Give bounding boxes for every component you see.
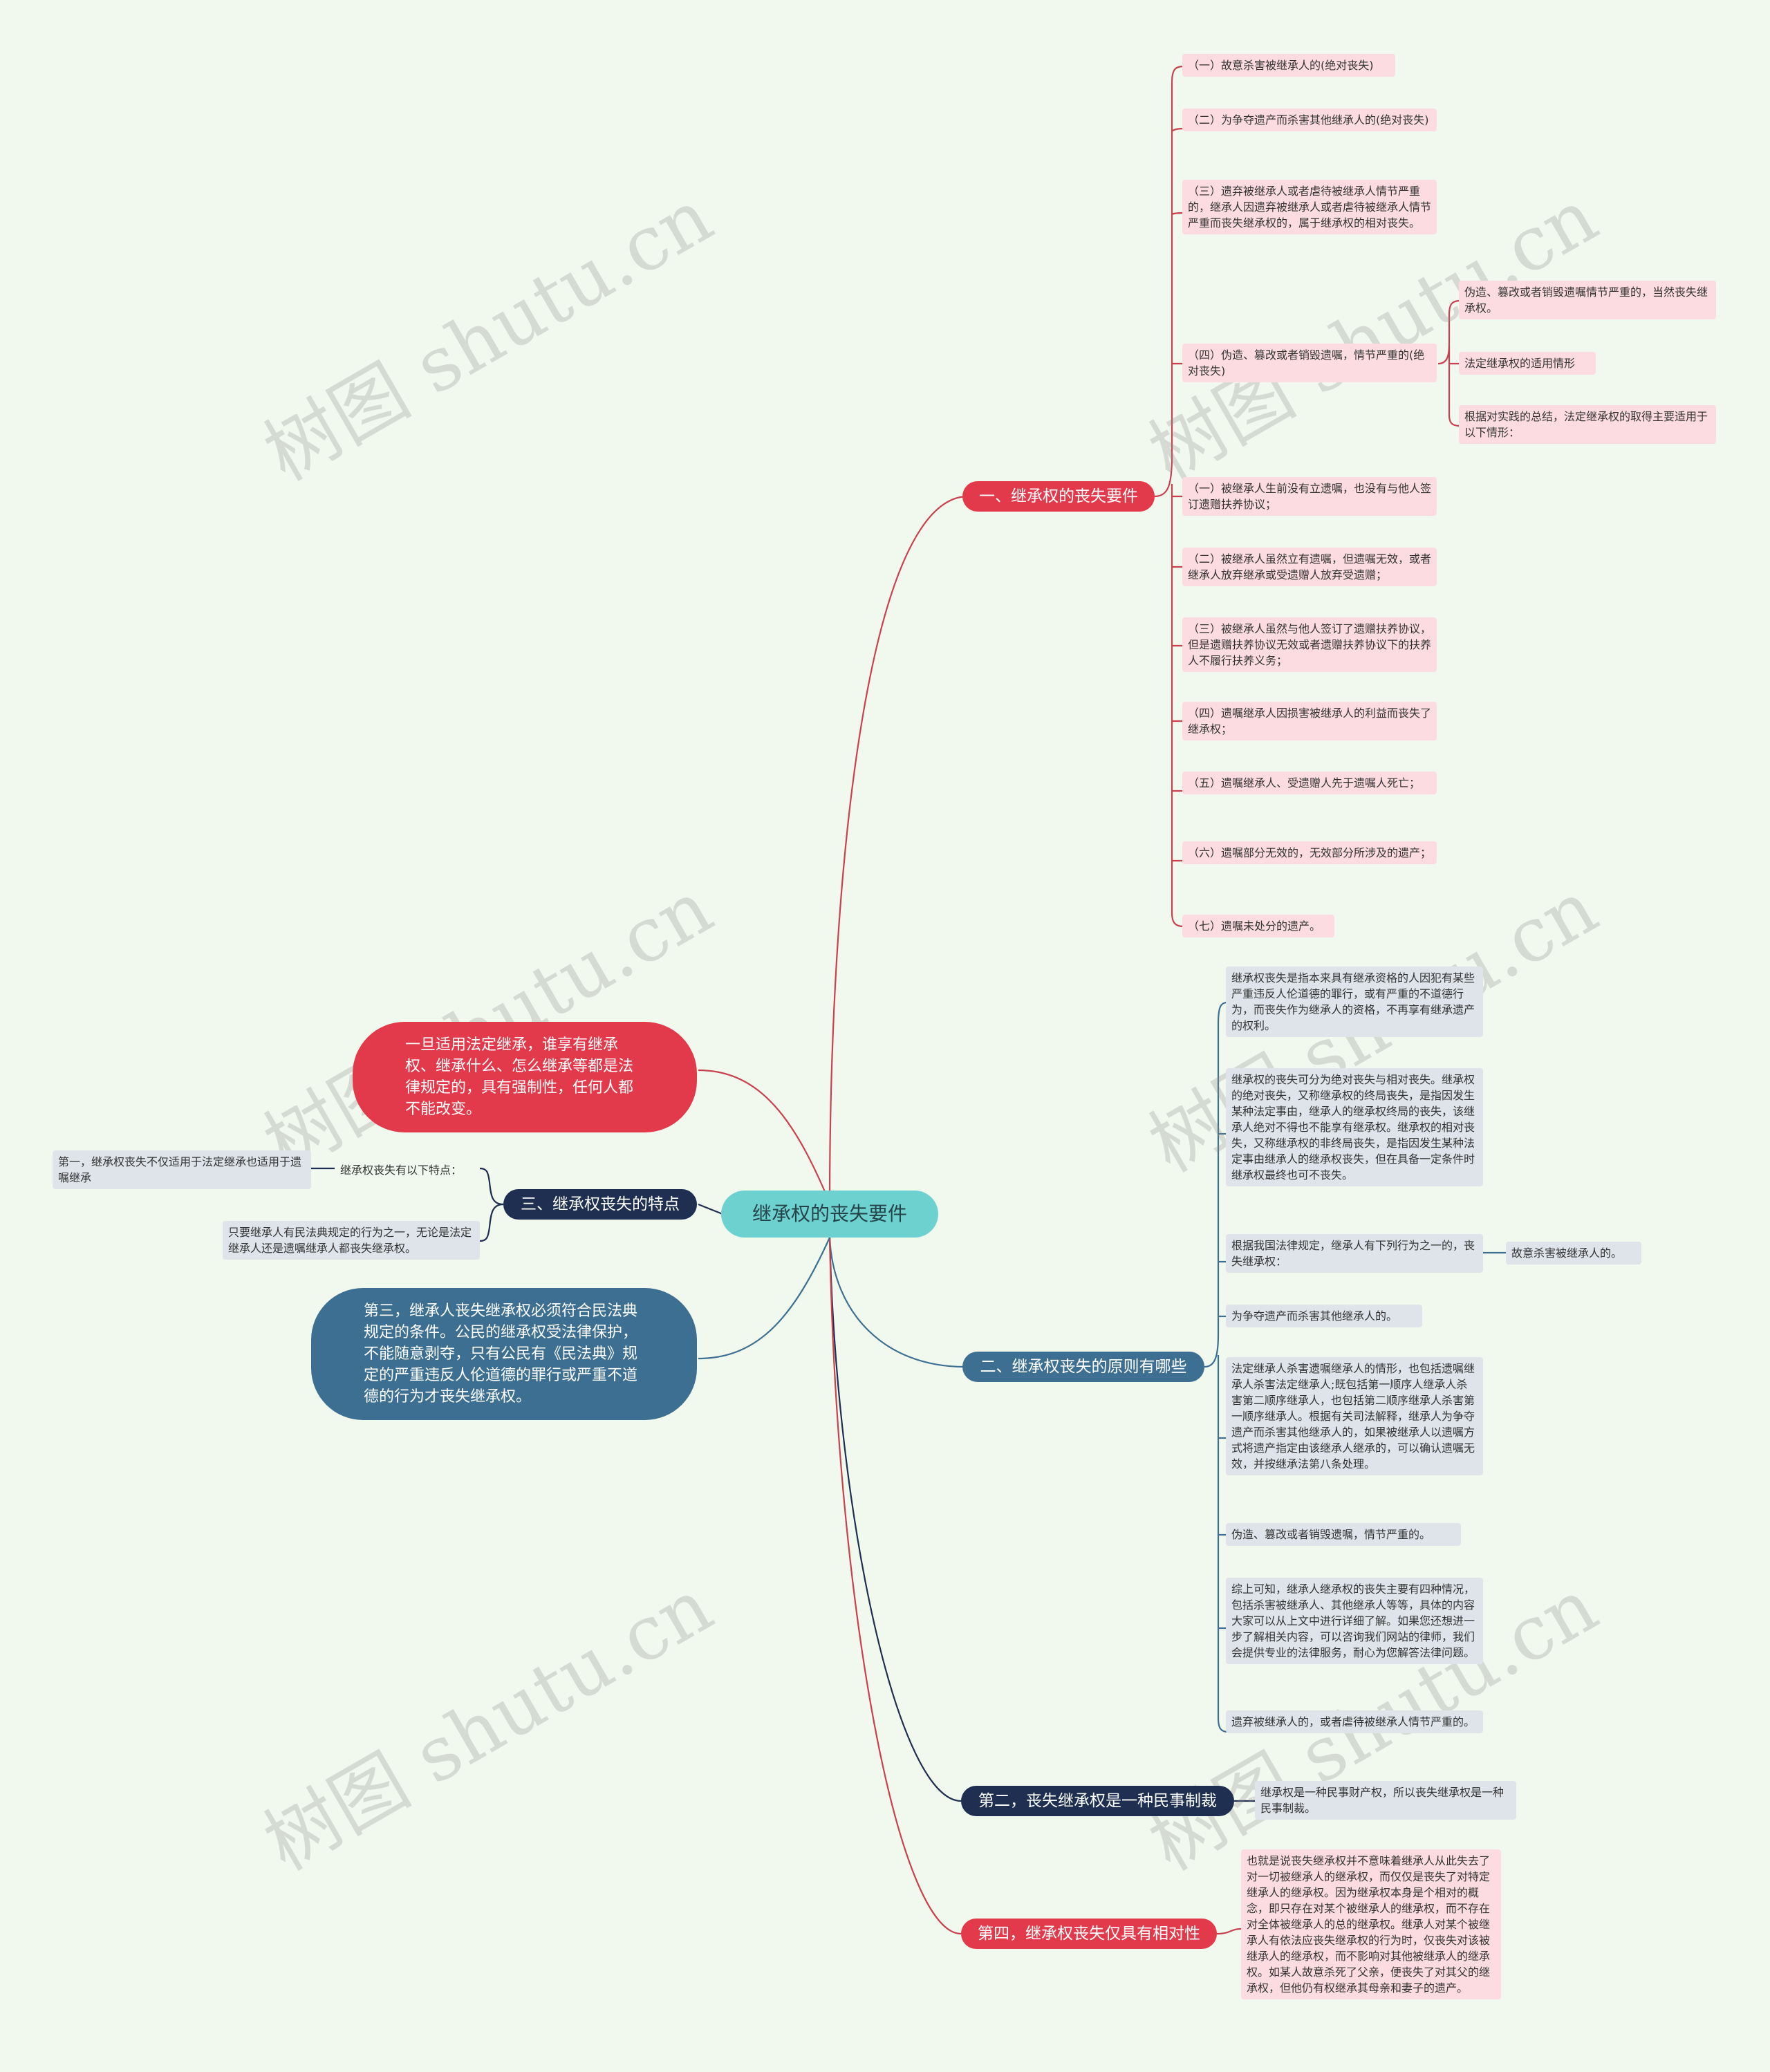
branch-loss-principles[interactable]: 二、继承权丧失的原则有哪些 xyxy=(962,1352,1204,1382)
branch-civil-sanction[interactable]: 第二，丧失继承权是一种民事制裁 xyxy=(961,1786,1234,1816)
leaf-item[interactable]: （二）为争夺遗产而杀害其他继承人的(绝对丧失) xyxy=(1182,109,1437,131)
leaf-item[interactable]: 法定继承人杀害遗嘱继承人的情形，也包括遗嘱继承人杀害法定继承人;既包括第一顺序人… xyxy=(1226,1357,1483,1475)
leaf-item[interactable]: 继承权是一种民事财产权，所以丧失继承权是一种民事制裁。 xyxy=(1255,1781,1516,1820)
leaf-item[interactable]: 根据我国法律规定，继承人有下列行为之一的，丧失继承权： xyxy=(1226,1234,1483,1273)
branch-relativity[interactable]: 第四，继承权丧失仅具有相对性 xyxy=(961,1919,1217,1949)
leaf-item[interactable]: （三）被继承人虽然与他人签订了遗赠扶养协议，但是遗赠扶养协议无效或者遗赠扶养协议… xyxy=(1182,617,1437,672)
leaf-item[interactable]: 伪造、篡改或者销毁遗嘱，情节严重的。 xyxy=(1226,1523,1461,1546)
leaf-item[interactable]: 为争夺遗产而杀害其他继承人的。 xyxy=(1226,1305,1422,1327)
sub-leaf-item[interactable]: 伪造、篡改或者销毁遗嘱情节严重的，当然丧失继承权。 xyxy=(1459,281,1716,319)
leaf-item[interactable]: 继承权丧失有以下特点： xyxy=(340,1164,463,1177)
leaf-item[interactable]: （二）被继承人虽然立有遗嘱，但遗嘱无效，或者继承人放弃继承或受遗赠人放弃受遗赠； xyxy=(1182,548,1437,586)
branch-characteristics[interactable]: 三、继承权丧失的特点 xyxy=(503,1189,697,1220)
leaf-item[interactable]: （一）故意杀害被继承人的(绝对丧失) xyxy=(1182,54,1395,77)
leaf-item[interactable]: 继承权丧失是指本来具有继承资格的人因犯有某些严重违反人伦道德的罪行，或有严重的不… xyxy=(1226,967,1483,1037)
leaf-item[interactable]: 遗弃被继承人的，或者虐待被继承人情节严重的。 xyxy=(1226,1710,1483,1733)
branch-loss-elements[interactable]: 一、继承权的丧失要件 xyxy=(962,481,1155,512)
leaf-item[interactable]: 继承权的丧失可分为绝对丧失与相对丧失。继承权的绝对丧失，又称继承权的终局丧失，是… xyxy=(1226,1068,1483,1186)
leaf-item[interactable]: （一）被继承人生前没有立遗嘱，也没有与他人签订遗赠扶养协议； xyxy=(1182,477,1437,516)
leaf-item[interactable]: （五）遗嘱继承人、受遗赠人先于遗嘱人死亡； xyxy=(1182,772,1437,794)
leaf-item[interactable]: （四）伪造、篡改或者销毁遗嘱，情节严重的(绝对丧失) xyxy=(1182,344,1437,382)
left-bubble-statutory[interactable]: 一旦适用法定继承，谁享有继承权、继承什么、怎么继承等都是法律规定的，具有强制性，… xyxy=(353,1022,697,1132)
leaf-item[interactable]: 第一，继承权丧失不仅适用于法定继承也适用于遗嘱继承 xyxy=(53,1150,311,1189)
leaf-item[interactable]: （七）遗嘱未处分的遗产。 xyxy=(1182,915,1334,937)
leaf-item[interactable]: 综上可知，继承人继承权的丧失主要有四种情况，包括杀害被继承人、其他继承人等等，具… xyxy=(1226,1578,1483,1664)
leaf-item[interactable]: 只要继承人有民法典规定的行为之一，无论是法定继承人还是遗嘱继承人都丧失继承权。 xyxy=(223,1221,480,1260)
leaf-item[interactable]: （六）遗嘱部分无效的，无效部分所涉及的遗产； xyxy=(1182,841,1437,864)
sub-leaf-item[interactable]: 法定继承权的适用情形 xyxy=(1459,352,1596,375)
leaf-item[interactable]: （三）遗弃被继承人或者虐待被继承人情节严重的，继承人因遗弃被继承人或者虐待被继承… xyxy=(1182,180,1437,234)
leaf-item[interactable]: （四）遗嘱继承人因损害被继承人的利益而丧失了继承权； xyxy=(1182,702,1437,740)
sub-leaf-item[interactable]: 根据对实践的总结，法定继承权的取得主要适用于以下情形： xyxy=(1459,405,1716,444)
leaf-item[interactable]: 也就是说丧失继承权并不意味着继承人从此失去了对一切被继承人的继承权，而仅仅是丧失… xyxy=(1241,1849,1501,1999)
left-bubble-conditions[interactable]: 第三，继承人丧失继承权必须符合民法典规定的条件。公民的继承权受法律保护，不能随意… xyxy=(311,1288,697,1420)
root-topic[interactable]: 继承权的丧失要件 xyxy=(721,1191,938,1238)
sub-leaf-item[interactable]: 故意杀害被继承人的。 xyxy=(1506,1242,1641,1264)
